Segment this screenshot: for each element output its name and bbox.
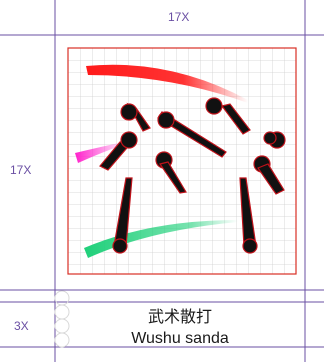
caption-english: Wushu sanda	[131, 330, 229, 347]
caption-chinese: 武术散打	[147, 307, 212, 326]
clearspace-circles	[54, 290, 70, 348]
right-fighter-arm	[220, 103, 251, 135]
left-fighter-head	[120, 103, 138, 121]
right-fighter-torso	[257, 163, 285, 195]
magenta-swoosh	[75, 141, 128, 163]
logo-frame	[67, 47, 297, 275]
left-fighter-fist	[157, 111, 175, 129]
left-fighter-shin	[159, 161, 187, 194]
footer-height-dimension-label: 3X	[14, 319, 29, 333]
right-fighter-hip	[263, 131, 277, 145]
height-dimension-label: 17X	[10, 163, 32, 177]
two-fighters-pictogram	[99, 97, 286, 254]
red-swoosh	[86, 64, 248, 103]
left-fighter-shoulder	[120, 131, 138, 149]
right-fighter-fist	[205, 97, 223, 115]
width-dimension-label: 17X	[168, 10, 190, 24]
right-fighter-foot	[242, 238, 258, 254]
left-fighter-foot	[112, 238, 128, 254]
